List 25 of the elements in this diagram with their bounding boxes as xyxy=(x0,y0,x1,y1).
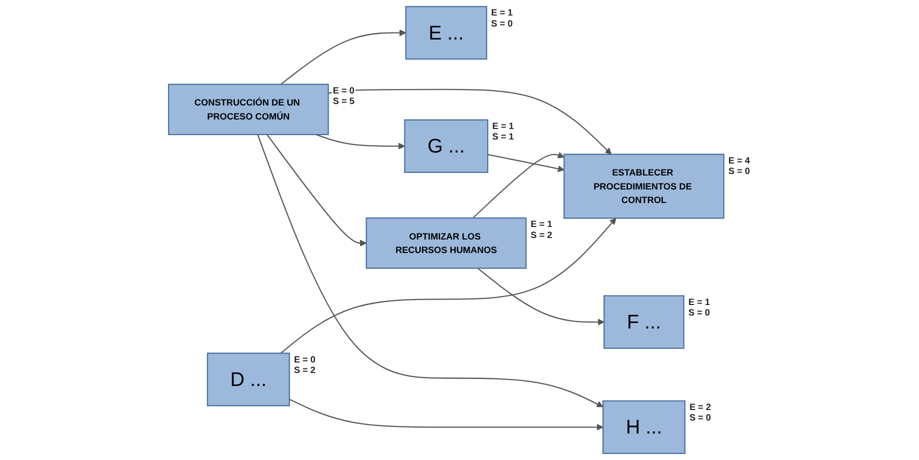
process-box: ESTABLECER PROCEDIMIENTOS DE CONTROL xyxy=(564,154,725,219)
arrow xyxy=(488,154,565,172)
degree-label: E = 0 S = 2 xyxy=(294,354,316,375)
process-box: E ... xyxy=(405,6,488,60)
arrow xyxy=(472,152,565,218)
arrow xyxy=(478,268,605,326)
process-box: CONSTRUCCIÓN DE UN PROCESO COMÚN xyxy=(168,84,330,136)
arrow xyxy=(257,134,604,408)
degree-label: E = 2 S = 0 xyxy=(690,402,712,423)
arrow xyxy=(266,134,367,246)
process-box: OPTIMIZAR LOS RECURSOS HUMANOS xyxy=(366,217,527,269)
process-box: F ... xyxy=(604,295,685,349)
arrow xyxy=(316,134,406,150)
degree-label: E = 1 S = 0 xyxy=(688,296,710,318)
process-box: H ... xyxy=(602,400,686,454)
arrow xyxy=(328,88,612,155)
process-box: D ... xyxy=(207,352,290,406)
degree-label: E = 1 S = 0 xyxy=(491,8,513,28)
degree-label: E = 4 S = 0 xyxy=(728,155,750,176)
process-box: G ... xyxy=(404,119,489,173)
arrow xyxy=(289,398,604,431)
arrow xyxy=(280,218,617,354)
arrow xyxy=(280,29,406,85)
degree-label: E = 1 S = 1 xyxy=(492,121,514,142)
degree-label: E = 1 S = 2 xyxy=(530,219,552,240)
